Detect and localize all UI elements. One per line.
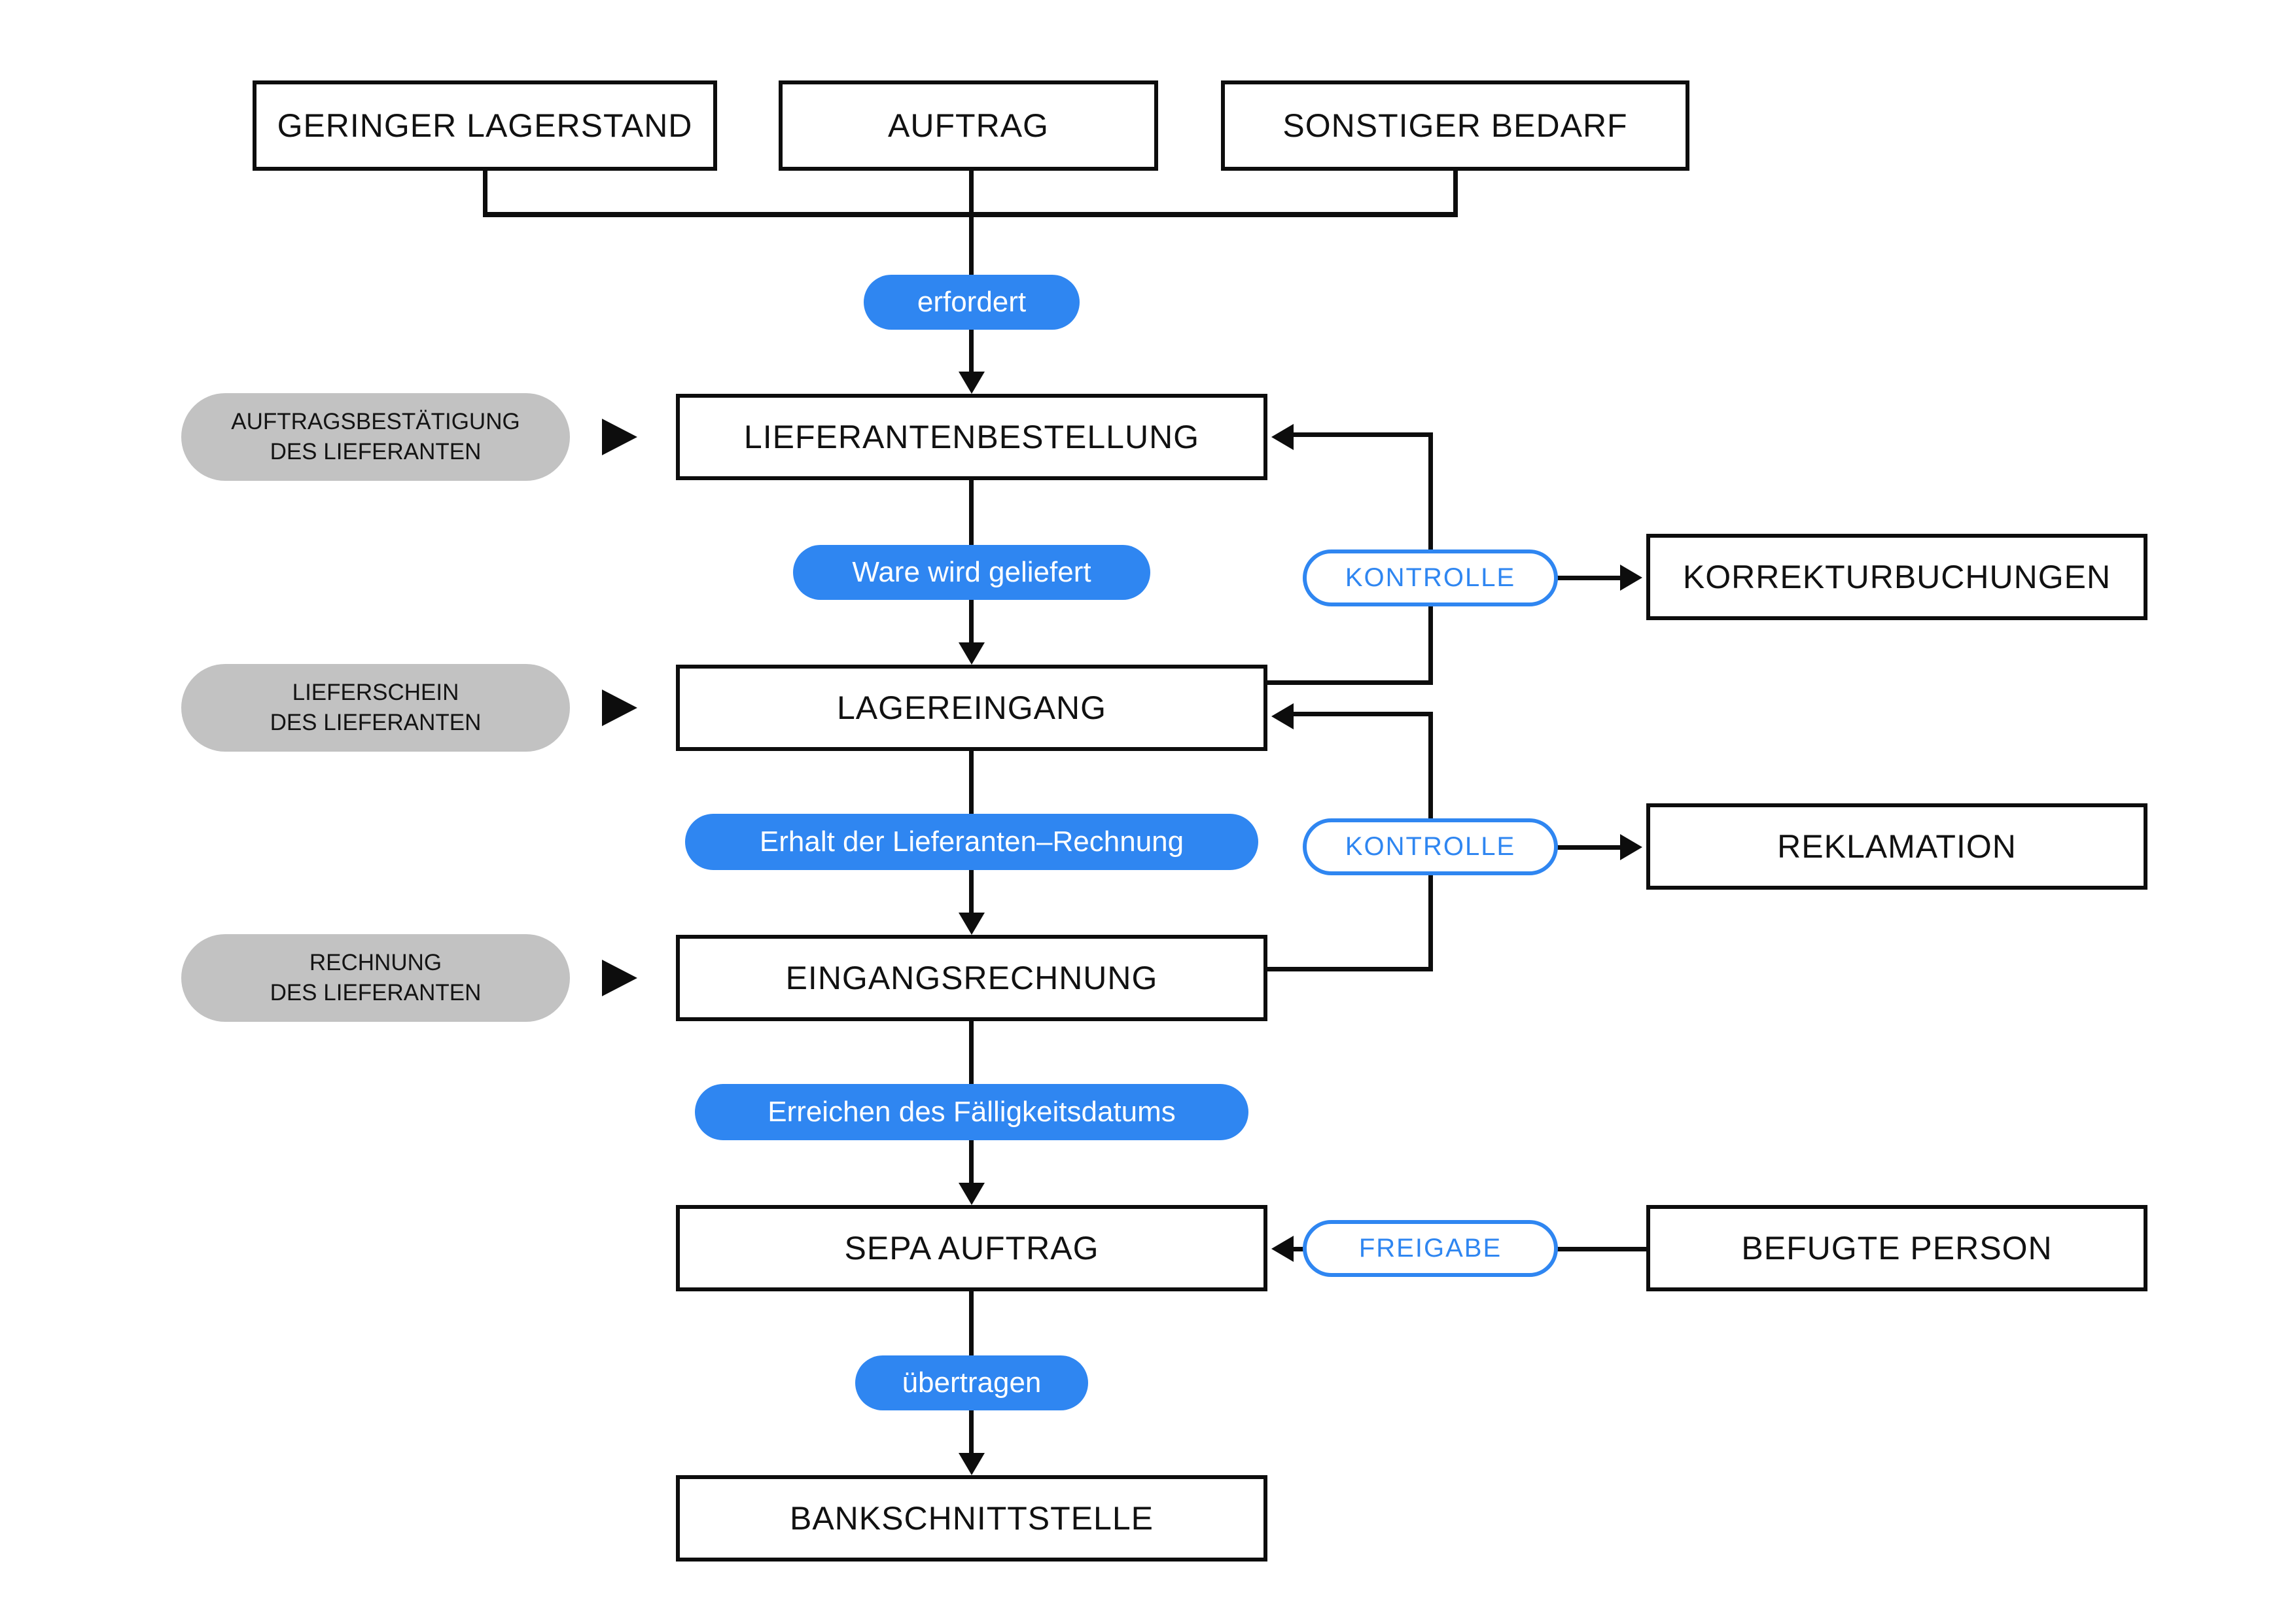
connector-kontrolle1-bottom-horizontal — [1263, 680, 1433, 685]
document-rechnung: RECHNUNG DES LIEFERANTEN — [181, 934, 570, 1022]
event-label: Erhalt der Lieferanten–Rechnung — [759, 826, 1184, 858]
control-kontrolle-1: KONTROLLE — [1303, 550, 1558, 606]
node-label: LIEFERANTENBESTELLUNG — [743, 419, 1200, 455]
control-freigabe: FREIGABE — [1303, 1220, 1558, 1277]
node-label: BEFUGTE PERSON — [1741, 1230, 2053, 1266]
node-label: KORREKTURBUCHUNGEN — [1682, 559, 2111, 595]
node-label: AUFTRAG — [888, 107, 1049, 144]
connector-trigger-right-vertical — [1453, 169, 1458, 217]
event-label: erfordert — [917, 286, 1027, 318]
event-label: Ware wird geliefert — [852, 556, 1091, 588]
document-label-line1: AUFTRAGSBESTÄTIGUNG — [231, 409, 520, 434]
control-label: KONTROLLE — [1345, 832, 1516, 861]
event-ware-wird-geliefert: Ware wird geliefert — [793, 545, 1150, 600]
document-arrow-triangle-icon — [602, 419, 637, 455]
document-lieferschein: LIEFERSCHEIN DES LIEFERANTEN — [181, 664, 570, 752]
node-geringer-lagerstand: GERINGER LAGERSTAND — [253, 80, 717, 171]
arrowhead-left-icon — [1271, 1236, 1294, 1262]
node-label: SEPA AUFTRAG — [844, 1230, 1099, 1266]
control-label: KONTROLLE — [1345, 563, 1516, 592]
document-arrow-triangle-icon — [602, 960, 637, 996]
document-label-line2: DES LIEFERANTEN — [270, 710, 482, 735]
connector-trigger-left-vertical — [483, 169, 487, 217]
node-label: SONSTIGER BEDARF — [1282, 107, 1628, 144]
connector-freigabe-sepa — [1291, 1247, 1311, 1251]
node-lagereingang: LAGEREINGANG — [676, 665, 1267, 751]
node-label: REKLAMATION — [1777, 828, 2017, 865]
connector-kontrolle1-top-horizontal — [1291, 432, 1433, 437]
node-korrekturbuchungen: KORREKTURBUCHUNGEN — [1646, 534, 2147, 620]
node-lieferantenbestellung: LIEFERANTENBESTELLUNG — [676, 394, 1267, 480]
event-uebertragen: übertragen — [855, 1355, 1088, 1410]
event-erreichen-faelligkeitsdatum: Erreichen des Fälligkeitsdatums — [695, 1084, 1248, 1140]
node-label: GERINGER LAGERSTAND — [277, 107, 693, 144]
document-label-line2: DES LIEFERANTEN — [270, 439, 482, 464]
arrowhead-left-icon — [1271, 703, 1294, 729]
document-label-line1: LIEFERSCHEIN — [292, 680, 459, 705]
node-sonstiger-bedarf: SONSTIGER BEDARF — [1221, 80, 1689, 171]
node-auftrag: AUFTRAG — [779, 80, 1158, 171]
arrowhead-right-icon — [1620, 565, 1642, 591]
arrowhead-down-icon — [959, 372, 985, 394]
event-erhalt-lieferanten-rechnung: Erhalt der Lieferanten–Rechnung — [685, 814, 1258, 870]
document-label-line1: RECHNUNG — [309, 950, 442, 975]
node-sepa-auftrag: SEPA AUFTRAG — [676, 1205, 1267, 1291]
document-arrow-triangle-icon — [602, 689, 637, 726]
event-label: Erreichen des Fälligkeitsdatums — [768, 1096, 1176, 1128]
event-erfordert: erfordert — [864, 275, 1080, 330]
connector-kontrolle2-bottom-horizontal — [1263, 967, 1433, 971]
arrowhead-down-icon — [959, 642, 985, 665]
arrowhead-down-icon — [959, 913, 985, 935]
node-befugte-person: BEFUGTE PERSON — [1646, 1205, 2147, 1291]
node-label: BANKSCHNITTSTELLE — [789, 1500, 1154, 1537]
connector-erfordert-vertical — [969, 169, 974, 373]
connector-kontrolle2-top-horizontal — [1291, 712, 1433, 716]
node-label: LAGEREINGANG — [836, 689, 1107, 726]
connector-freigabe-befugte — [1557, 1247, 1651, 1251]
node-bankschnittstelle: BANKSCHNITTSTELLE — [676, 1475, 1267, 1562]
arrowhead-down-icon — [959, 1183, 985, 1205]
connector-kontrolle1-korrektur — [1557, 576, 1622, 580]
node-eingangsrechnung: EINGANGSRECHNUNG — [676, 935, 1267, 1021]
event-label: übertragen — [902, 1367, 1042, 1399]
node-reklamation: REKLAMATION — [1646, 803, 2147, 890]
arrowhead-left-icon — [1271, 424, 1294, 450]
document-label-line2: DES LIEFERANTEN — [270, 980, 482, 1005]
control-kontrolle-2: KONTROLLE — [1303, 818, 1558, 875]
arrowhead-right-icon — [1620, 834, 1642, 860]
arrowhead-down-icon — [959, 1453, 985, 1475]
connector-kontrolle2-reklamation — [1557, 845, 1622, 850]
node-label: EINGANGSRECHNUNG — [785, 960, 1158, 996]
document-auftragsbestaetigung: AUFTRAGSBESTÄTIGUNG DES LIEFERANTEN — [181, 393, 570, 481]
control-label: FREIGABE — [1358, 1234, 1502, 1263]
